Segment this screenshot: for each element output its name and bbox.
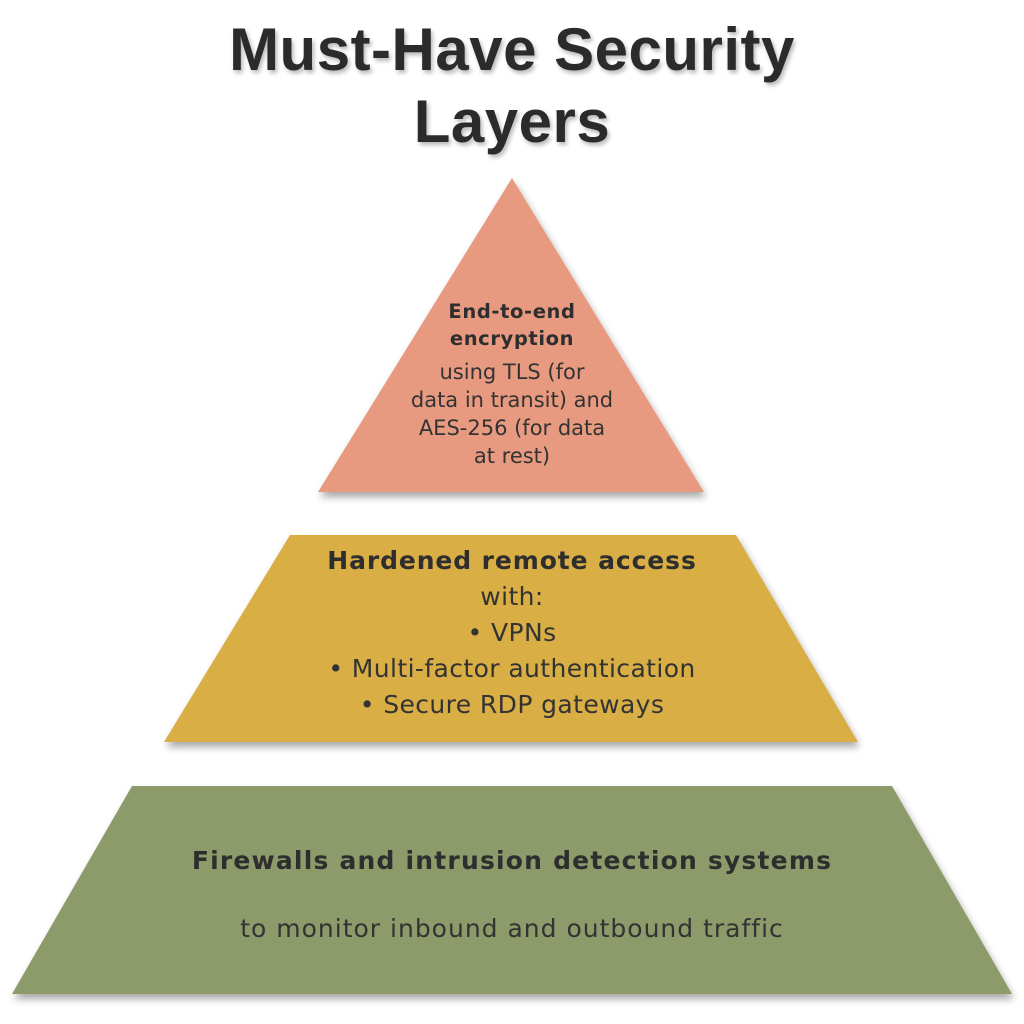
bottom-layer-trapezoid <box>12 786 1012 994</box>
top-body-line: using TLS (for <box>439 360 585 384</box>
bottom-layer-heading: Firewalls and intrusion detection system… <box>191 846 833 875</box>
bullet-item: • Multi-factor authentication <box>328 654 696 683</box>
top-layer-triangle <box>318 178 704 492</box>
top-layer-text: End-to-end encryption using TLS (for dat… <box>370 298 654 470</box>
top-layer-heading: End-to-end encryption <box>370 298 654 352</box>
top-body-line: data in transit) and <box>410 388 614 412</box>
title-line-2: Layers <box>413 88 611 155</box>
middle-layer-body: with: • VPNs • Multi-factor authenticati… <box>230 579 794 723</box>
bottom-layer-text: Firewalls and intrusion detection system… <box>80 843 944 947</box>
title-line-1: Must-Have Security <box>229 16 795 83</box>
bottom-layer-body: to monitor inbound and outbound traffic <box>240 914 784 943</box>
bullet-item: • Secure RDP gateways <box>359 690 665 719</box>
top-layer-body: using TLS (for data in transit) and AES-… <box>370 358 654 470</box>
middle-layer-intro: with: <box>480 582 544 611</box>
top-heading-line-2: encryption <box>449 327 575 350</box>
top-body-line: AES-256 (for data <box>418 416 606 440</box>
top-body-line: at rest) <box>473 444 551 468</box>
top-heading-line-1: End-to-end <box>448 300 576 323</box>
middle-layer-trapezoid <box>164 535 858 742</box>
middle-layer-text: Hardened remote access with: • VPNs • Mu… <box>230 543 794 723</box>
middle-layer-heading: Hardened remote access <box>327 546 697 575</box>
bullet-item: • VPNs <box>467 618 557 647</box>
diagram-title: Must-Have Security Layers <box>0 14 1024 158</box>
